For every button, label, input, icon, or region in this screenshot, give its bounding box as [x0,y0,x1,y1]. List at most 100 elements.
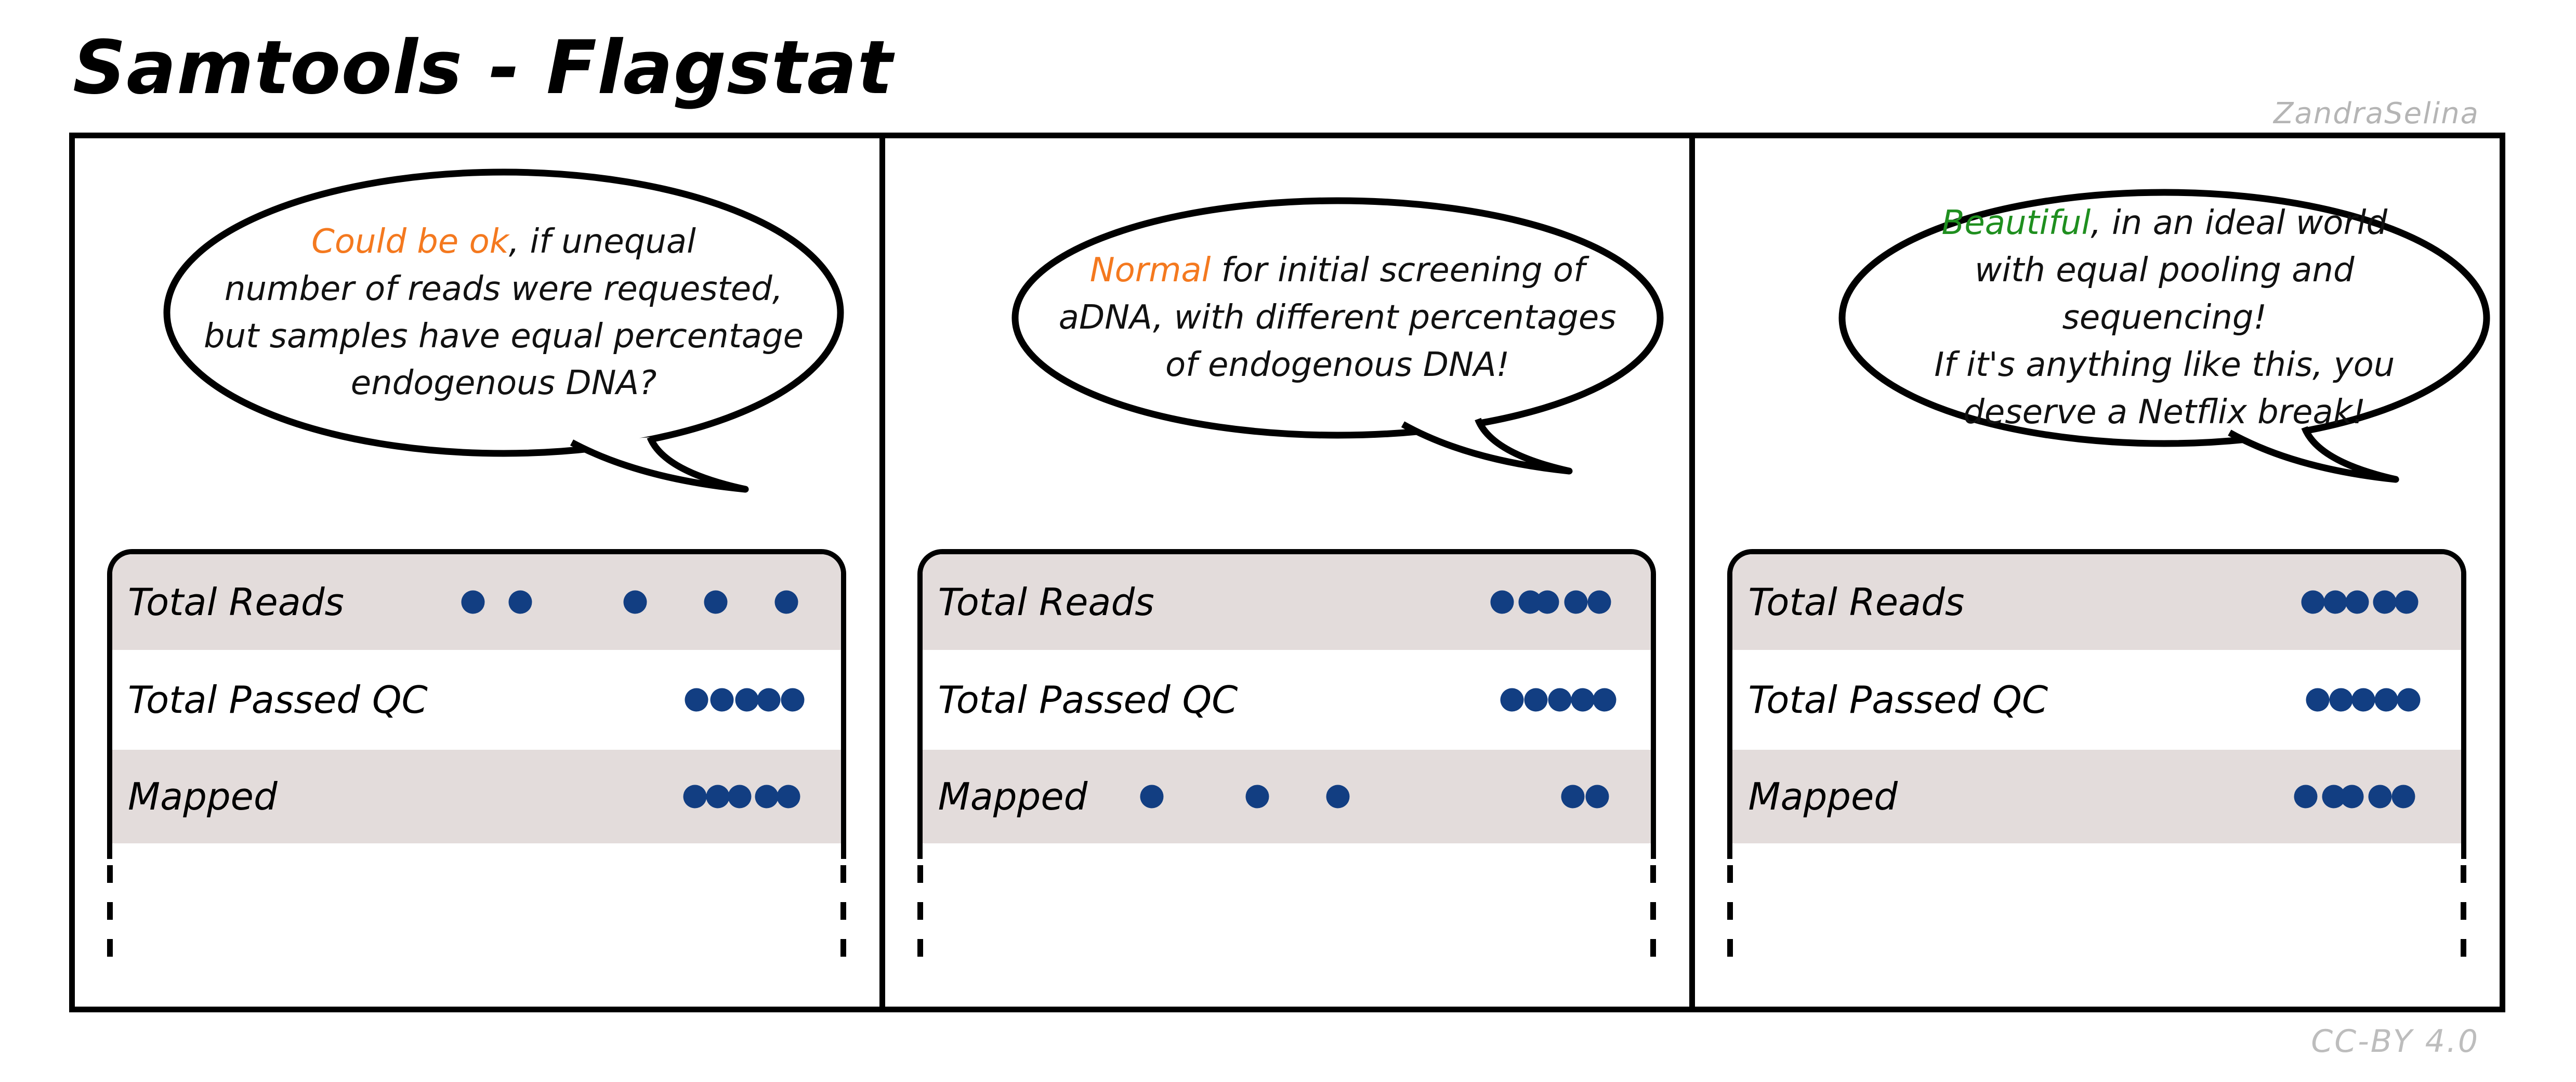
speech-bubble: Could be ok, if unequal number of reads w… [163,168,844,493]
read-dot [1500,688,1524,712]
read-dot [2374,688,2398,712]
read-dot [2368,785,2392,809]
row-label: Total Passed QC [128,678,428,722]
bubble-line: Could be ok, if unequal [311,222,696,261]
bubble-line: aDNA, with different percentages [1058,298,1616,337]
table-row: Total Passed QC [922,650,1651,750]
table-row: Total Reads [922,554,1651,650]
speech-bubble: Normal for initial screening of aDNA, wit… [1011,197,1664,475]
bubble-line: endogenous DNA? [350,364,657,403]
read-dot [706,785,730,809]
table-continuation-dashes [917,865,923,959]
row-label: Mapped [938,775,1088,818]
read-dot [2340,785,2364,809]
read-dot [2395,590,2419,614]
read-dot [2351,688,2375,712]
flagstat-table: Total Reads Total Passed QC Mapped [917,549,1657,859]
table-row: Mapped [922,750,1651,843]
bubble-line: number of reads were requested, [224,269,783,308]
table-row: Total Passed QC [1732,650,2462,750]
read-dot [710,688,734,712]
read-dot [777,785,800,809]
read-dot [1326,785,1350,809]
comic-panel-1: Could be ok, if unequal number of reads w… [75,138,879,1007]
speech-bubble-shape [163,168,844,493]
read-dot [1593,688,1616,712]
read-dot [755,785,779,809]
read-dot [1548,688,1572,712]
row-label: Total Passed QC [938,678,1238,722]
read-dot [2294,785,2318,809]
read-dot [1571,688,1595,712]
read-dot [2373,590,2397,614]
row-label: Total Reads [1748,580,1965,624]
speech-bubble-text: Could be ok, if unequal number of reads w… [163,168,844,457]
read-dot-group [112,554,841,650]
speech-bubble-shape [1838,189,2490,483]
read-dot [1490,590,1514,614]
license-credit: CC-BY 4.0 [2311,1023,2479,1060]
read-dot-group [112,650,841,750]
row-label: Mapped [128,775,278,818]
read-dot-group [923,650,1651,750]
read-dot [735,688,759,712]
table-row: Total Reads [1732,554,2462,650]
read-dot [685,688,708,712]
read-dot [2345,590,2369,614]
read-dot [728,785,752,809]
bubble-highlight: Could be ok [311,222,509,261]
read-dot-group [1732,650,2461,750]
table-row: Mapped [112,750,841,843]
table-continuation-dashes [2461,865,2467,959]
speech-bubble-text: Beautiful, in an ideal world with equal p… [1838,189,2490,447]
table-row: Total Passed QC [112,650,841,750]
table-continuation-dashes [1727,865,1733,959]
read-dot-group [923,750,1651,843]
bubble-line: If it's anything like this, you [1934,345,2395,384]
speech-bubble-shape [1011,197,1664,475]
flagstat-table: Total Reads Total Passed QC Mapped [107,549,846,859]
read-dot [2323,590,2347,614]
row-label: Total Passed QC [1748,678,2048,722]
table-continuation-dashes [840,865,846,959]
flagstat-table: Total Reads Total Passed QC Mapped [1727,549,2467,859]
read-dot-group [1732,750,2461,843]
read-dot [781,688,805,712]
speech-bubble: Beautiful, in an ideal world with equal p… [1838,189,2490,483]
read-dot [2397,688,2421,712]
read-dot [461,590,485,614]
page-title: Samtools - Flagstat [73,25,893,111]
read-dot-group [1732,554,2461,650]
read-dot [1245,785,1269,809]
read-dot [1561,785,1585,809]
read-dot-group [112,750,841,843]
row-label: Mapped [1748,775,1898,818]
table-row: Total Reads [112,554,841,650]
read-dot [757,688,781,712]
comic-panel-2: Normal for initial screening of aDNA, wit… [879,138,1690,1007]
table-row: Mapped [1732,750,2462,843]
bubble-line: Beautiful, in an ideal world [1941,204,2388,243]
read-dot [2301,590,2325,614]
read-dot [508,590,532,614]
read-dot [683,785,707,809]
read-dot [2391,785,2415,809]
table-continuation-dashes [107,865,113,959]
read-dot [1524,688,1548,712]
bubble-line: with equal pooling and sequencing! [1975,251,2355,337]
speech-bubble-text: Normal for initial screening of aDNA, wit… [1011,197,1664,439]
read-dot [1535,590,1559,614]
read-dot [2329,688,2353,712]
read-dot [2306,688,2330,712]
bubble-line: Normal for initial screening of [1089,251,1585,290]
bubble-line: of endogenous DNA! [1165,345,1510,384]
read-dot [704,590,728,614]
table-continuation-dashes [1650,865,1657,959]
read-dot [1587,590,1611,614]
comic-panel-3: Beautiful, in an ideal world with equal p… [1689,138,2500,1007]
row-label: Total Reads [128,580,345,624]
author-credit: ZandraSelina [2273,97,2479,131]
read-dot [1585,785,1609,809]
comic-frame: Could be ok, if unequal number of reads w… [69,133,2505,1012]
read-dot [774,590,798,614]
